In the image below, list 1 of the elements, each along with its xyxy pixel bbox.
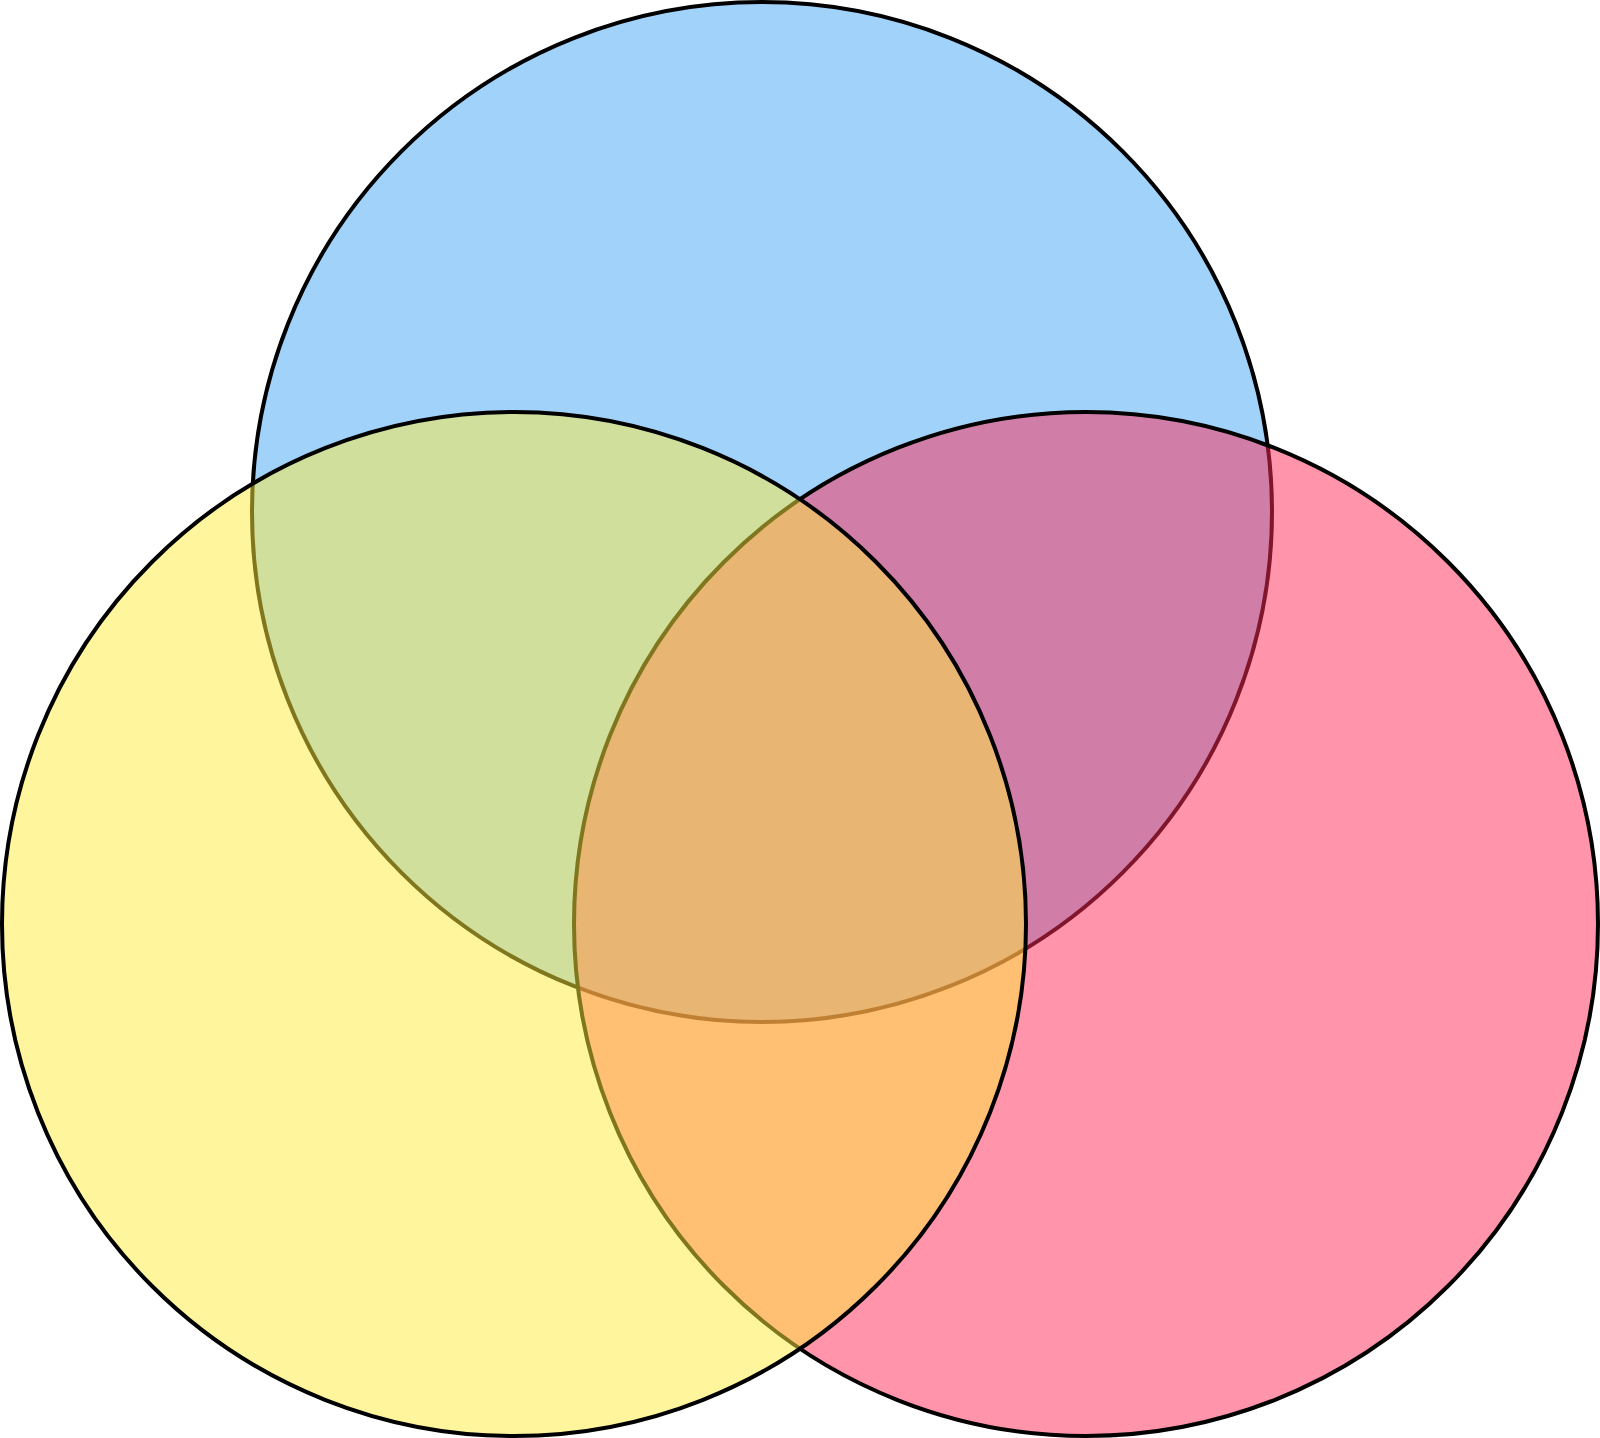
venn-circle <box>0 410 1028 1438</box>
